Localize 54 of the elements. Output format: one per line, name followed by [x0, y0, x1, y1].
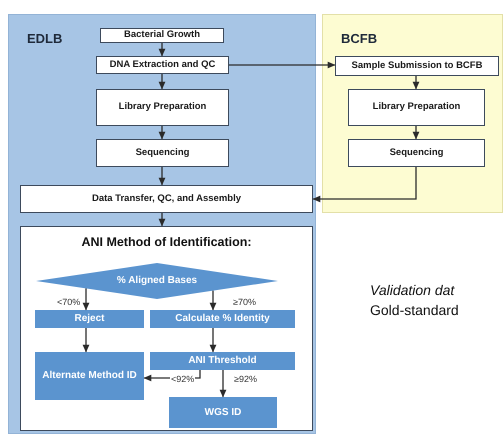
- box-label: Bacterial Growth: [122, 30, 202, 41]
- box-label: Reject: [73, 313, 106, 325]
- arrow: [158, 213, 166, 226]
- edge-label: <70%: [56, 297, 82, 308]
- note-text: Validation dat: [370, 282, 454, 298]
- box-label: Library Preparation: [372, 102, 462, 113]
- arrow: [158, 126, 166, 140]
- process-box: [169, 397, 277, 428]
- edge-label: <92%: [170, 374, 196, 385]
- box-label: Sequencing: [134, 148, 190, 158]
- process-box: [96, 89, 229, 126]
- process-box: [348, 139, 485, 167]
- arrow: [82, 288, 90, 310]
- box-label: Alternate Method ID: [41, 370, 138, 382]
- lab-panel: [322, 14, 503, 213]
- note-text: Gold-standard: [370, 302, 459, 318]
- edge-label: ≥70%: [232, 297, 257, 308]
- arrow: [312, 167, 417, 202]
- panel-title: EDLB: [27, 31, 62, 46]
- arrow: [158, 43, 166, 56]
- method-panel: [20, 226, 313, 431]
- arrow: [158, 74, 166, 90]
- arrow: [158, 167, 166, 186]
- panel-title: BCFB: [341, 31, 378, 46]
- arrow: [210, 290, 216, 310]
- decision-diamond: [36, 263, 278, 299]
- arrow: [210, 328, 216, 352]
- box-label: DNA Extraction and QC: [108, 60, 216, 70]
- arrow: [412, 76, 420, 90]
- box-label: WGS ID: [204, 406, 242, 418]
- process-box: [20, 185, 313, 213]
- box-label: Sequencing: [388, 148, 444, 158]
- box-label: Calculate % Identity: [174, 313, 271, 325]
- arrow: [220, 370, 226, 398]
- process-box: [96, 139, 229, 167]
- panel-title: ANI Method of Identification:: [81, 235, 252, 249]
- process-box: [335, 56, 499, 76]
- box-label: Sample Submission to BCFB: [350, 60, 484, 72]
- arrow: [82, 328, 90, 352]
- process-box: [150, 352, 295, 370]
- arrow: [412, 126, 420, 140]
- process-box: [35, 310, 144, 328]
- box-label: % Aligned Bases: [116, 275, 198, 287]
- process-box: [35, 352, 144, 400]
- lab-panel: [8, 14, 316, 434]
- arrow: [229, 62, 336, 68]
- edge-label: ≥92%: [233, 374, 258, 385]
- process-box: [100, 28, 224, 43]
- box-label: ANI Threshold: [187, 355, 258, 367]
- box-label: Data Transfer, QC, and Assembly: [90, 194, 242, 204]
- process-box: [348, 89, 485, 126]
- process-box: [96, 56, 229, 74]
- process-box: [150, 310, 295, 328]
- box-label: Library Preparation: [118, 102, 208, 113]
